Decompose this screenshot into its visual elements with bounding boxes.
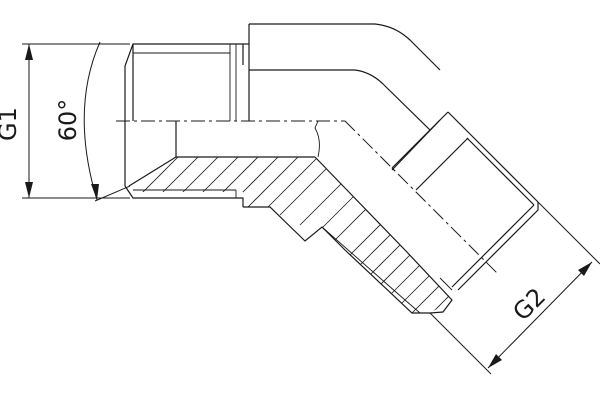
center-line — [116, 120, 499, 275]
arrow-head-up-icon — [578, 262, 592, 276]
left-thread-end — [124, 43, 315, 207]
angle-leader — [94, 185, 131, 202]
arrow-head-down-icon — [488, 354, 502, 368]
angle-arc — [83, 41, 101, 201]
g1-label: G1 — [0, 107, 22, 141]
break-mark — [314, 120, 320, 158]
extension-line-bottom — [429, 312, 492, 375]
extension-line-top — [537, 201, 600, 265]
g1-dimension: G1 — [0, 43, 130, 199]
arrow-head-up-icon — [25, 44, 33, 60]
right-thread-end — [344, 111, 539, 314]
g2-label: G2 — [507, 282, 551, 326]
angle-label: 60° — [54, 99, 82, 142]
arrow-head-icon — [91, 184, 99, 200]
section-hatch — [129, 156, 452, 314]
angle-dimension: 60° — [54, 41, 131, 202]
arrow-head-down-icon — [25, 182, 33, 198]
elbow-body — [243, 23, 441, 171]
g2-dimension: G2 — [429, 201, 600, 375]
dimension-line — [487, 261, 593, 369]
